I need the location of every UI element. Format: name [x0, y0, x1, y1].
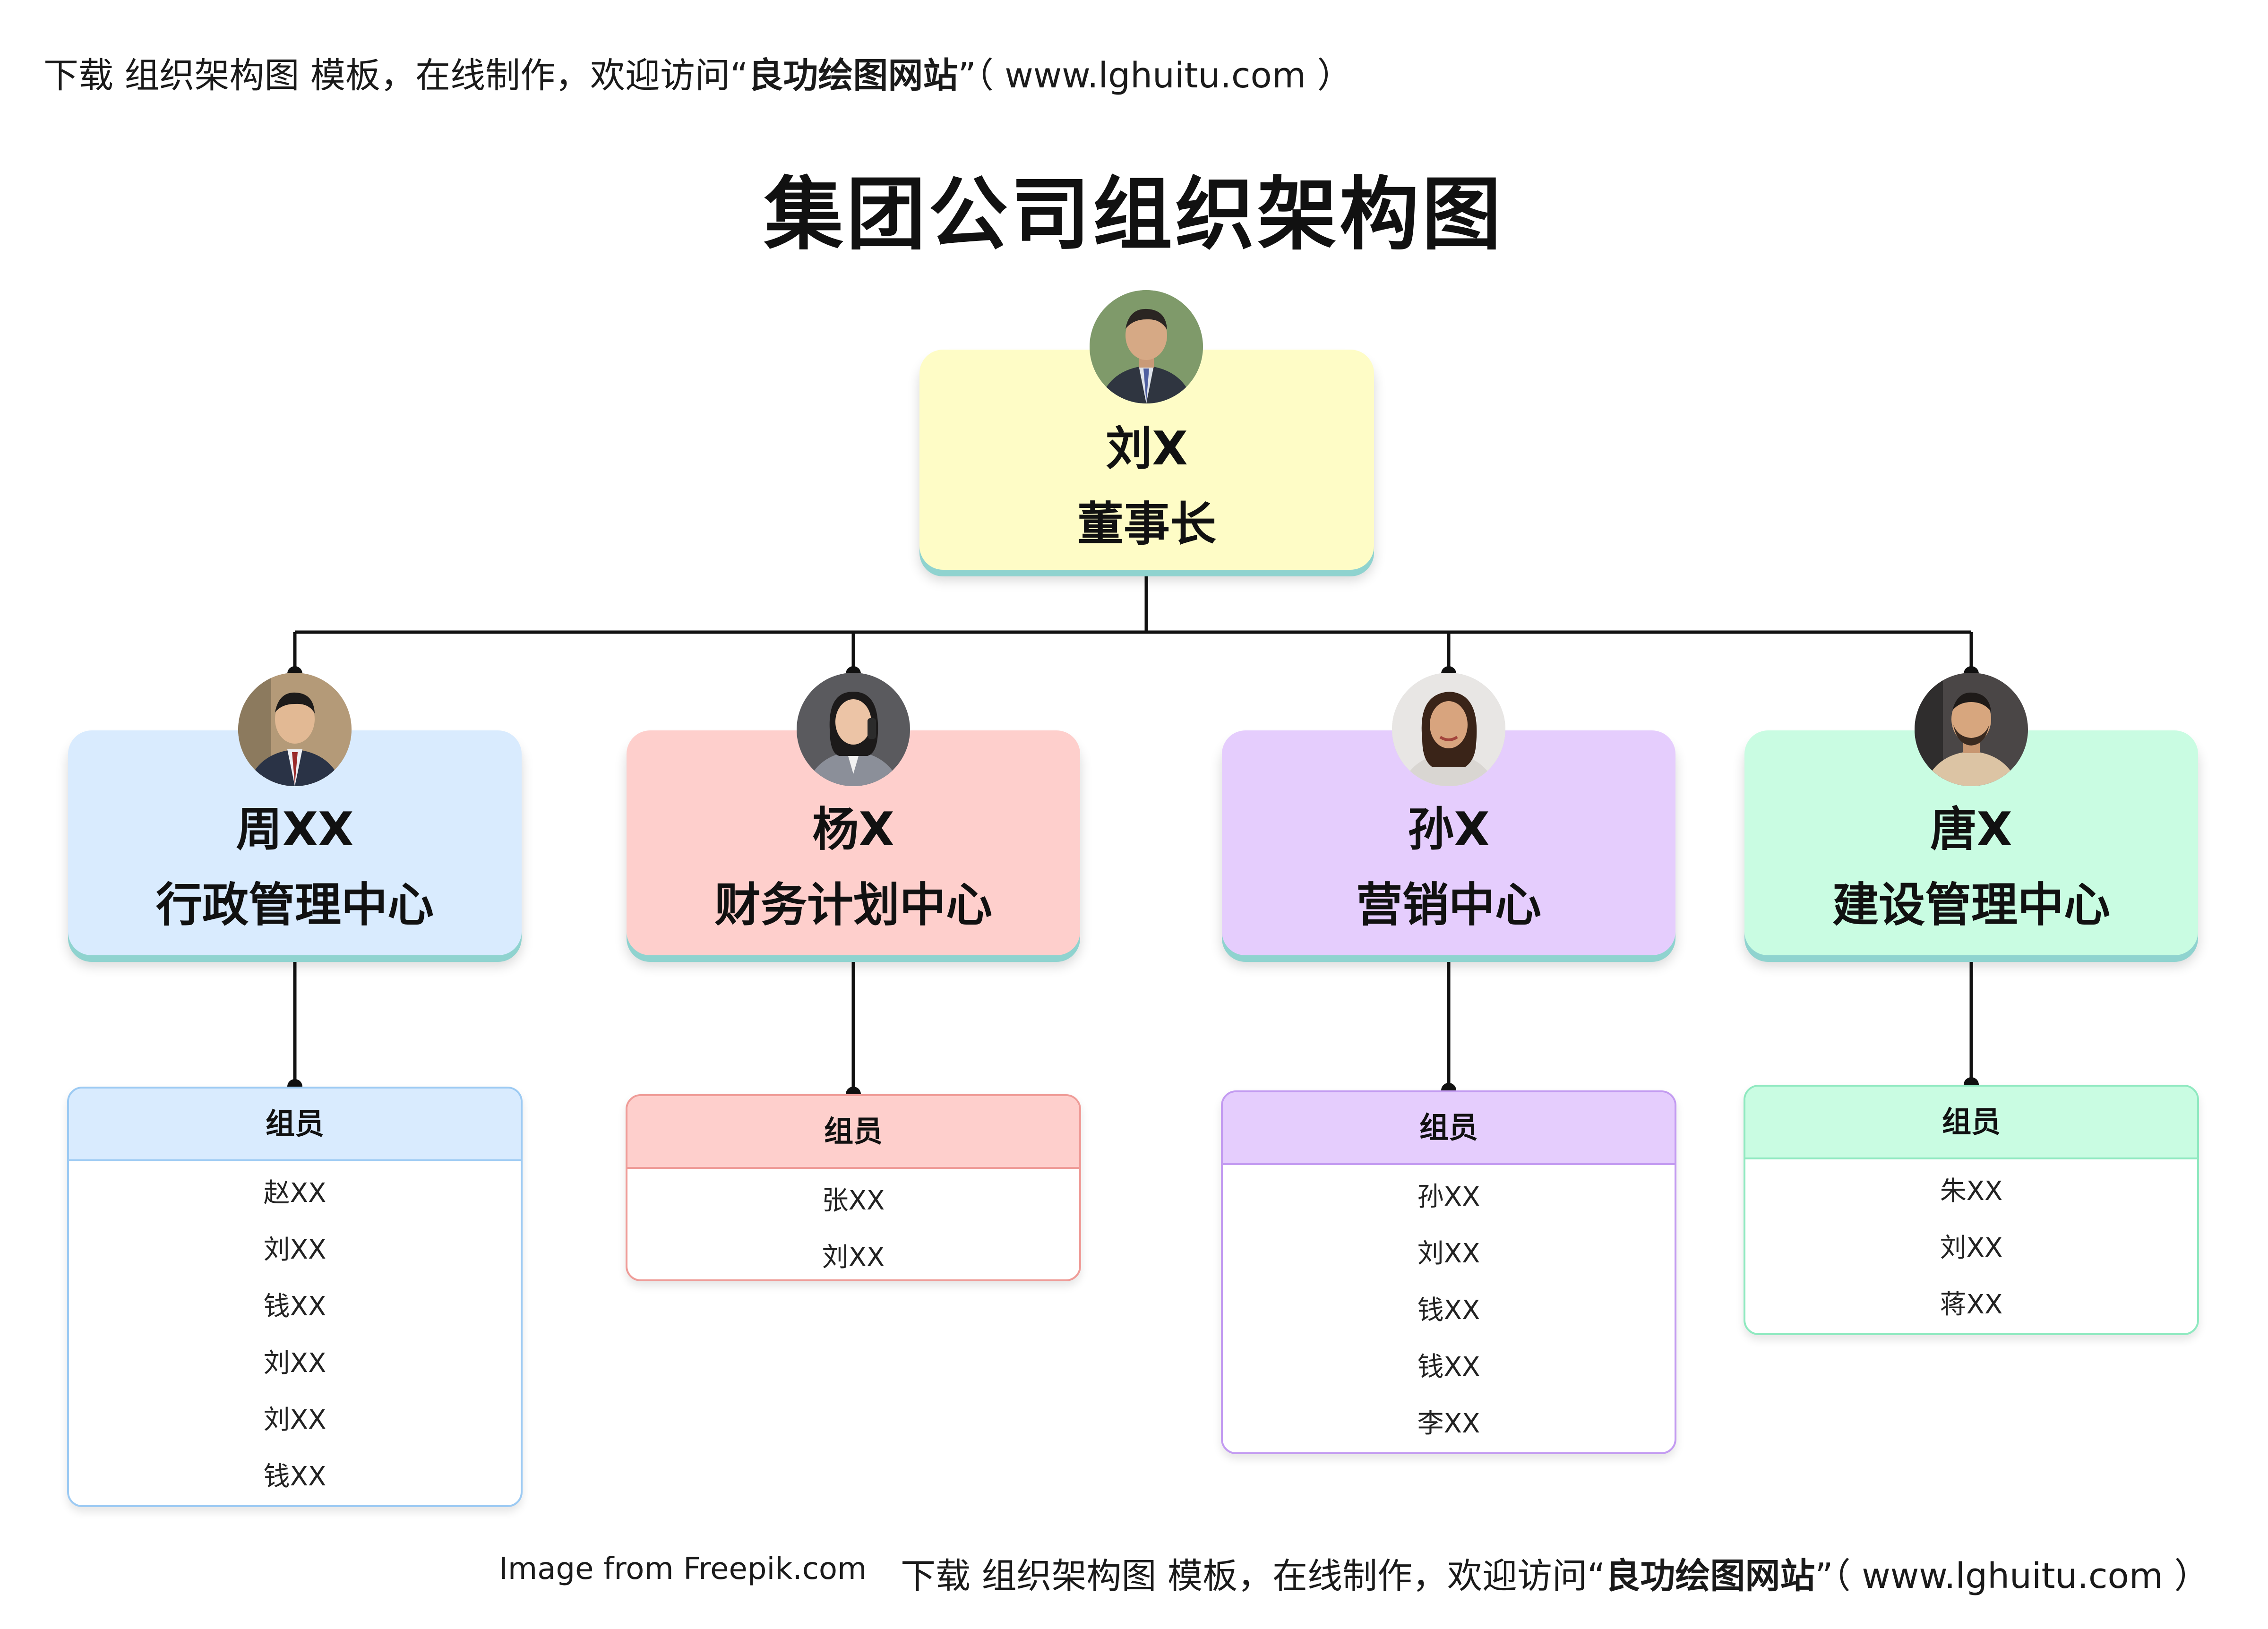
- member-row: 孙XX: [1417, 1182, 1480, 1212]
- banner-site[interactable]: 良功绘图网站: [1605, 1556, 1815, 1596]
- department-head-name: 周XX: [236, 803, 354, 857]
- members-table-construction: 组员 朱XX 刘XX 蒋XX: [1744, 1085, 2199, 1335]
- member-row: 刘XX: [822, 1242, 885, 1273]
- member-row: 钱XX: [1417, 1352, 1480, 1382]
- members-header: 组员: [69, 1089, 521, 1161]
- member-row: 刘XX: [1940, 1233, 2003, 1263]
- member-row: 李XX: [1417, 1408, 1480, 1439]
- members-table-marketing: 组员 孙XX 刘XX 钱XX 钱XX 李XX: [1221, 1090, 1676, 1454]
- department-role: 建设管理中心: [1832, 878, 2110, 932]
- root-name: 刘X: [1106, 422, 1188, 476]
- members-table-finance: 组员 张XX 刘XX: [626, 1094, 1081, 1281]
- banner-prefix: 下载 组织架构图 模板，在线制作，欢迎访问“: [901, 1556, 1606, 1596]
- man-portrait-icon: [238, 673, 352, 786]
- banner-suffix: ”（ www.lghuitu.com ）: [1815, 1556, 2209, 1596]
- member-row: 刘XX: [263, 1348, 326, 1379]
- member-row: 钱XX: [263, 1461, 326, 1492]
- root-role: 董事长: [1077, 497, 1216, 551]
- members-header: 组员: [1745, 1087, 2197, 1159]
- members-table-admin: 组员 赵XX 刘XX 钱XX 刘XX 刘XX 钱XX: [67, 1087, 523, 1507]
- banner-site[interactable]: 良功绘图网站: [748, 55, 958, 96]
- member-row: 刘XX: [263, 1235, 326, 1265]
- department-role: 行政管理中心: [155, 878, 434, 932]
- image-credit: Image from Freepik.com: [499, 1552, 867, 1586]
- member-row: 赵XX: [263, 1178, 326, 1209]
- page-title: 集团公司组织架构图: [764, 168, 1504, 261]
- member-row: 钱XX: [263, 1291, 326, 1322]
- department-head-name: 唐X: [1930, 803, 2012, 857]
- members-header: 组员: [1223, 1092, 1675, 1165]
- top-banner: 下载 组织架构图 模板，在线制作，欢迎访问“良功绘图网站”（ www.lghui…: [43, 47, 1352, 98]
- banner-prefix: 下载 组织架构图 模板，在线制作，欢迎访问“: [43, 55, 748, 96]
- member-row: 朱XX: [1940, 1176, 2003, 1207]
- department-card-admin[interactable]: 周XX 行政管理中心: [68, 730, 522, 955]
- department-head-name: 杨X: [812, 803, 894, 857]
- member-row: 刘XX: [1417, 1238, 1480, 1269]
- member-row: 蒋XX: [1940, 1289, 2003, 1320]
- woman-portrait-icon: [1392, 673, 1505, 786]
- members-header: 组员: [627, 1096, 1079, 1169]
- man-beard-portrait-icon: [1915, 673, 2028, 786]
- department-role: 财务计划中心: [714, 878, 992, 932]
- department-role: 营销中心: [1356, 878, 1541, 932]
- member-row: 刘XX: [263, 1405, 326, 1435]
- bottom-banner: 下载 组织架构图 模板，在线制作，欢迎访问“良功绘图网站”（ www.lghui…: [901, 1548, 2209, 1598]
- member-row: 钱XX: [1417, 1295, 1480, 1326]
- department-head-name: 孙X: [1408, 803, 1490, 857]
- woman-phone-portrait-icon: [797, 673, 910, 786]
- chairman-portrait-icon: [1090, 290, 1203, 403]
- banner-suffix: ”（ www.lghuitu.com ）: [958, 55, 1352, 96]
- member-row: 张XX: [822, 1185, 885, 1216]
